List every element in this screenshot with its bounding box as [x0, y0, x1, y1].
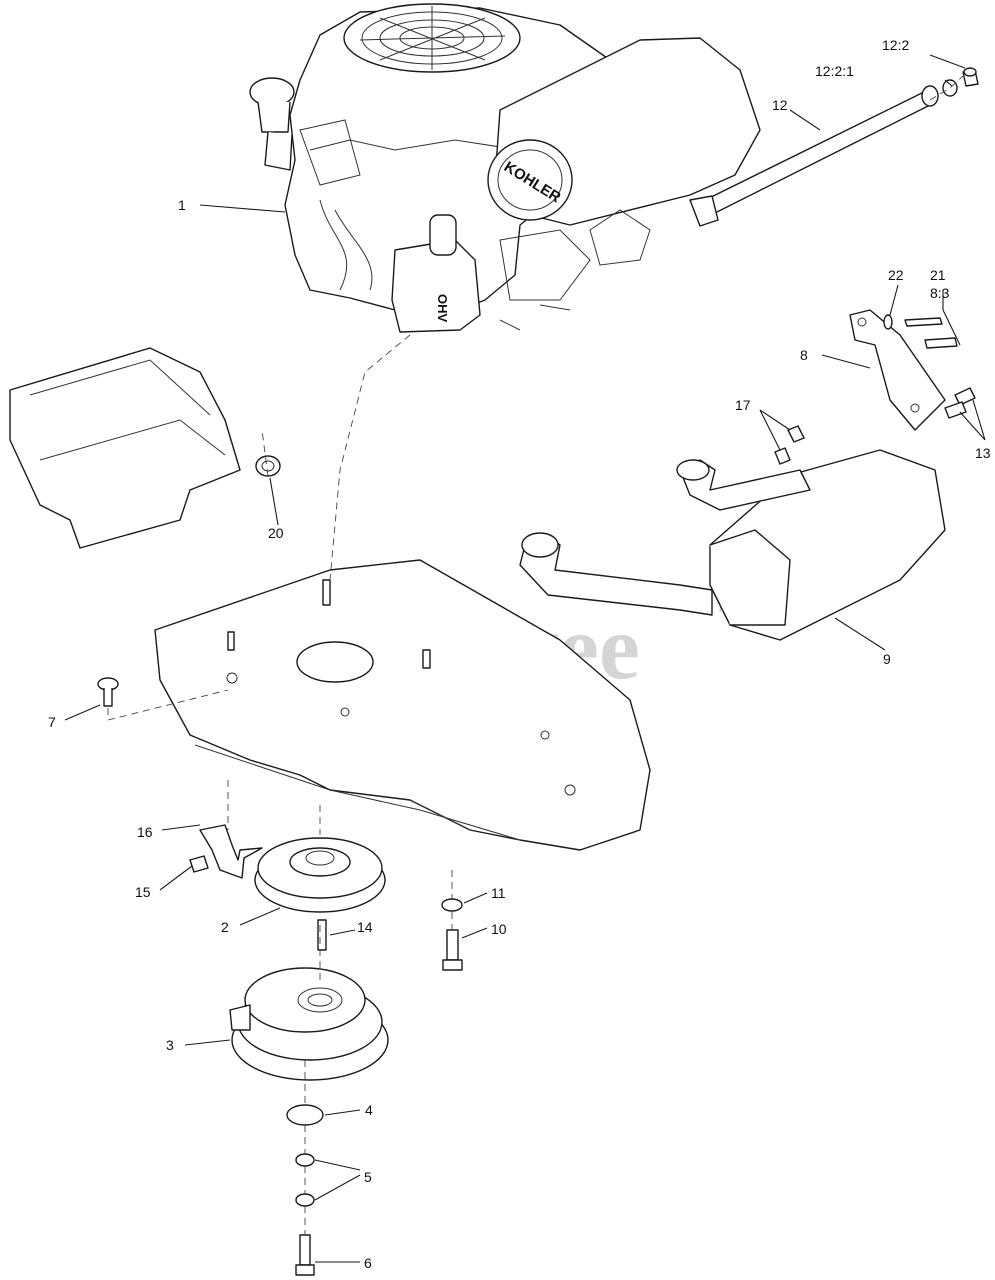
- callout-8-3: 8:3: [930, 285, 950, 301]
- leader-4: [324, 1109, 361, 1116]
- nut-part-15[interactable]: [189, 855, 209, 873]
- nuts-part-17[interactable]: [774, 425, 805, 465]
- callout-1: 1: [178, 197, 186, 213]
- bracket-part-16[interactable]: [199, 824, 263, 879]
- engine-ohv-label: OHV: [435, 294, 450, 323]
- bolts-part-13[interactable]: [944, 387, 976, 419]
- callout-16: 16: [137, 824, 153, 840]
- leader-12-2: [929, 54, 966, 69]
- spacer-part-4[interactable]: [286, 1104, 324, 1126]
- callout-22: 22: [888, 267, 904, 283]
- callout-9: 9: [883, 651, 891, 667]
- leader-1: [199, 204, 286, 213]
- leader-12-2-1: [944, 79, 953, 87]
- plug-part-12-2[interactable]: [962, 67, 979, 87]
- callout-7: 7: [48, 714, 56, 730]
- leader-11: [463, 892, 488, 904]
- leader-20: [269, 477, 279, 526]
- muffler-part-9[interactable]: [519, 449, 946, 641]
- leader-13: [959, 399, 986, 441]
- callout-12: 12: [772, 97, 788, 113]
- callout-12-2-1: 12:2:1: [815, 63, 854, 79]
- washer-part-22[interactable]: [883, 314, 893, 330]
- leader-17: [759, 409, 791, 451]
- muffler-bracket-part-8[interactable]: [849, 309, 946, 431]
- leader-10: [461, 927, 488, 939]
- leader-7: [64, 704, 101, 721]
- bolt-part-6[interactable]: [295, 1234, 315, 1276]
- callout-15: 15: [135, 884, 151, 900]
- nut-part-8-3[interactable]: [924, 337, 958, 349]
- leader-8: [821, 354, 871, 369]
- callout-17: 17: [735, 397, 751, 413]
- leader-2: [239, 907, 281, 926]
- gasket-part-12-2-1[interactable]: [942, 79, 958, 97]
- engine-part-1[interactable]: KOHLER OHV: [249, 3, 761, 333]
- callout-12-2: 12:2: [882, 37, 909, 53]
- leader-15: [159, 865, 193, 891]
- callout-21: 21: [930, 267, 946, 283]
- leader-12: [789, 109, 821, 131]
- callout-3: 3: [166, 1037, 174, 1053]
- callout-11: 11: [491, 885, 506, 901]
- washer-part-11[interactable]: [441, 898, 463, 912]
- callout-10: 10: [491, 921, 507, 937]
- callout-14: 14: [357, 919, 373, 935]
- engine-deck-plate[interactable]: [154, 559, 651, 851]
- callout-5: 5: [364, 1169, 372, 1185]
- leader-21: [942, 290, 961, 346]
- leader-5: [314, 1159, 361, 1201]
- leader-3: [184, 1039, 231, 1046]
- leader-9: [834, 617, 886, 651]
- rivet-part-7[interactable]: [97, 677, 119, 707]
- callout-4: 4: [365, 1102, 373, 1118]
- pulley-part-2[interactable]: [254, 837, 386, 913]
- leader-22: [889, 284, 899, 316]
- key-part-14[interactable]: [317, 919, 327, 951]
- bolt-part-10[interactable]: [442, 929, 463, 971]
- callout-6: 6: [364, 1255, 372, 1271]
- callout-20: 20: [268, 525, 284, 541]
- callout-8: 8: [800, 347, 808, 363]
- bolt-part-21[interactable]: [904, 317, 943, 327]
- clutch-part-3[interactable]: [229, 967, 389, 1081]
- engine-side-shield[interactable]: [9, 347, 241, 549]
- leader-16: [161, 824, 201, 831]
- leader-14: [329, 929, 356, 936]
- callout-2: 2: [221, 919, 229, 935]
- clamp-part-20[interactable]: [255, 455, 281, 477]
- callout-13: 13: [975, 445, 991, 461]
- exhaust-pipe-part-12[interactable]: [689, 85, 939, 227]
